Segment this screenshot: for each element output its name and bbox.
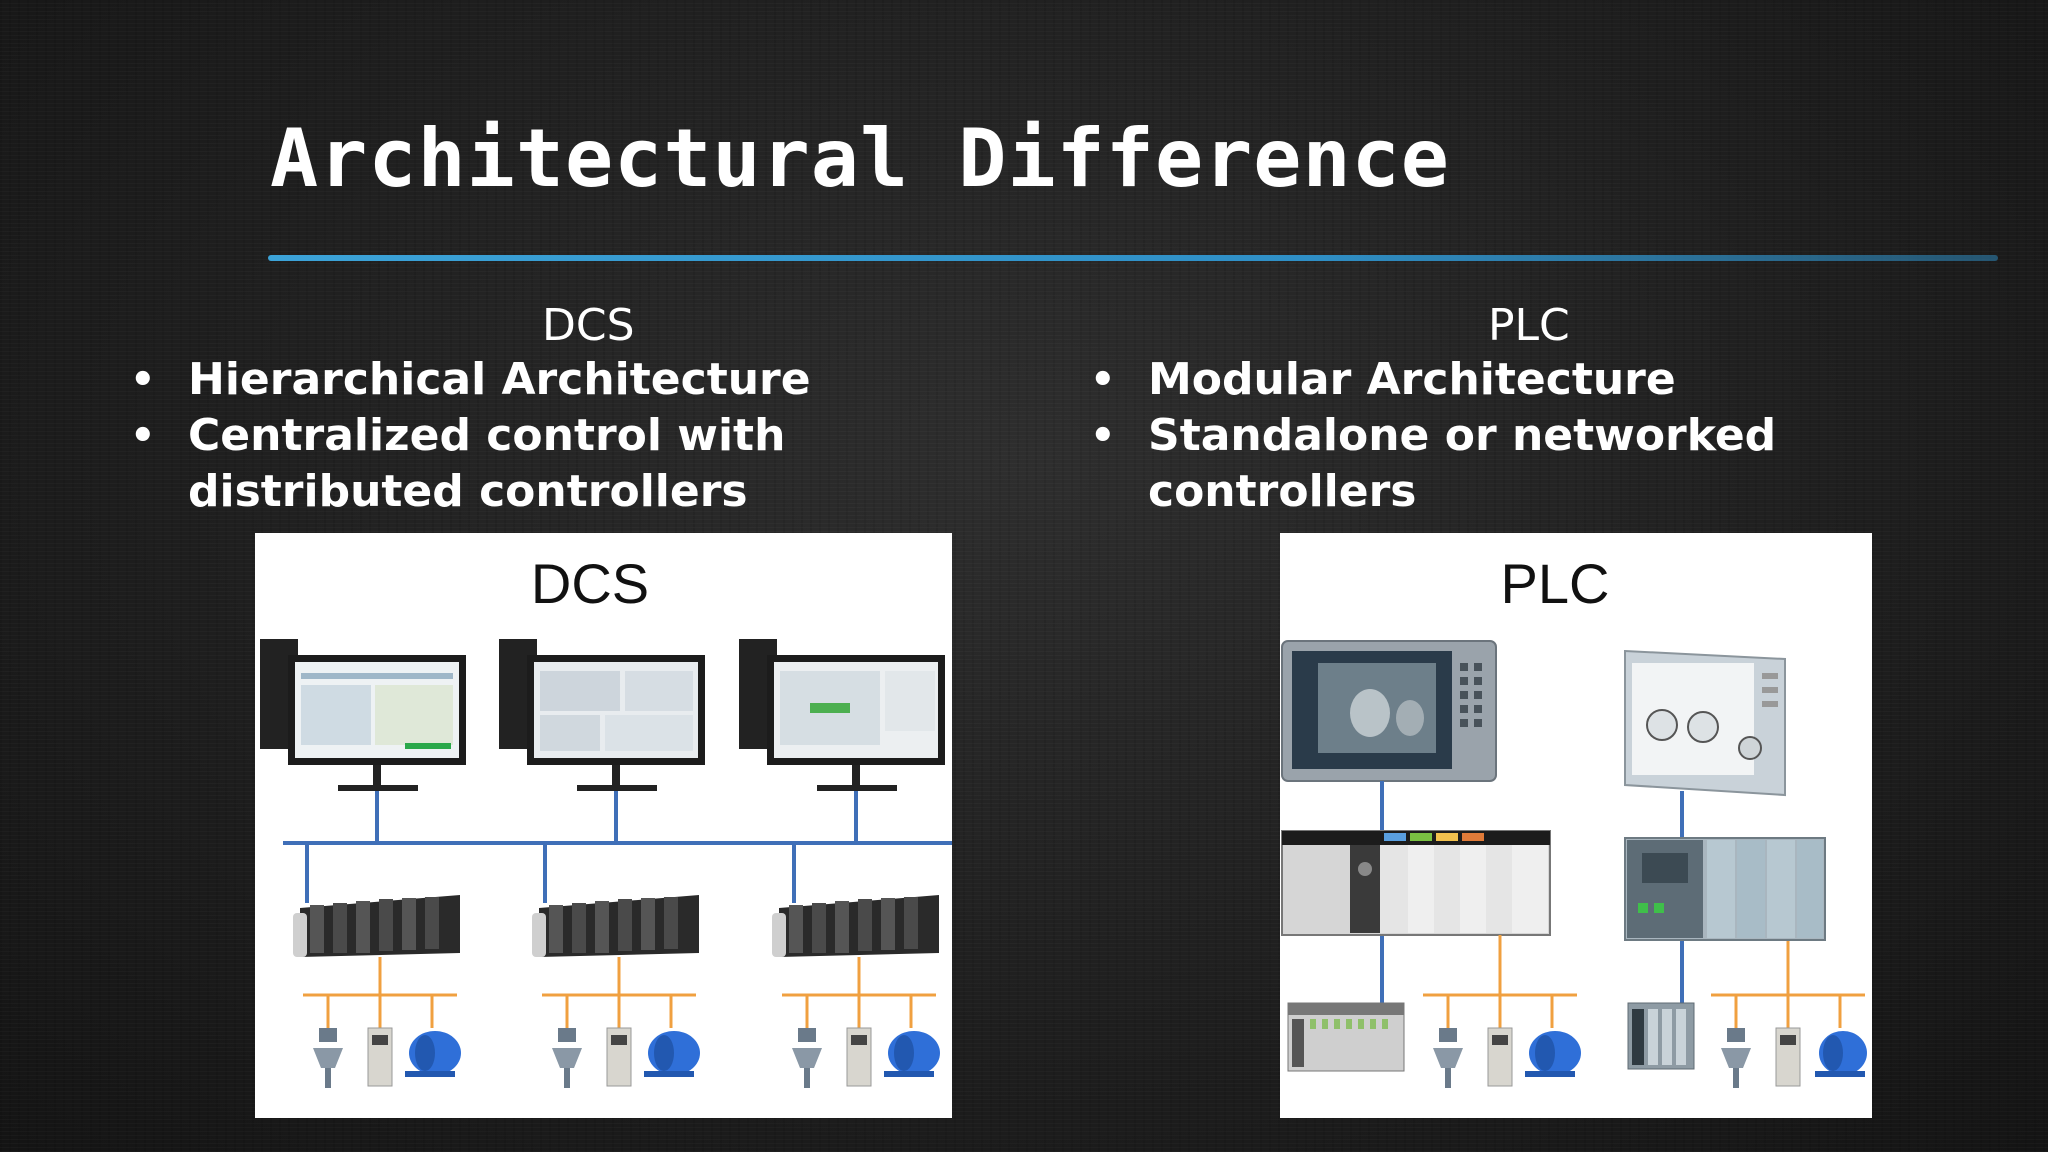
plc-field-devices bbox=[1433, 1027, 1867, 1088]
motor-icon bbox=[405, 1031, 461, 1077]
dcs-controller-2 bbox=[532, 895, 699, 957]
valve-icon bbox=[552, 1028, 582, 1088]
motor-icon bbox=[644, 1031, 700, 1077]
valve-icon bbox=[1433, 1028, 1463, 1088]
plc-field-bus bbox=[1423, 935, 1865, 1028]
plc-heading: PLC bbox=[1488, 300, 1570, 351]
plc-bullet-2: Standalone or networked controllers bbox=[1090, 408, 2010, 520]
motor-icon bbox=[1525, 1031, 1581, 1077]
remote-io-1 bbox=[1287, 1002, 1405, 1072]
plc-network bbox=[1380, 781, 1684, 1003]
field-devices bbox=[313, 1027, 940, 1088]
transmitter-icon bbox=[367, 1027, 393, 1087]
title-underline bbox=[268, 255, 1998, 261]
plc-diagram-title: PLC bbox=[1501, 552, 1610, 615]
transmitter-icon bbox=[1775, 1027, 1801, 1087]
motor-icon bbox=[1815, 1031, 1867, 1077]
dcs-heading: DCS bbox=[542, 300, 635, 351]
dcs-diagram-title: DCS bbox=[531, 552, 649, 615]
motor-icon bbox=[884, 1031, 940, 1077]
slide-title: Architectural Difference bbox=[270, 112, 1450, 205]
dcs-bullet-1: Hierarchical Architecture bbox=[130, 352, 1010, 408]
plc-bullet-1: Modular Architecture bbox=[1090, 352, 2010, 408]
transmitter-icon bbox=[1487, 1027, 1513, 1087]
plc-bullet-list: Modular Architecture Standalone or netwo… bbox=[1090, 352, 2010, 520]
valve-icon bbox=[1721, 1028, 1751, 1088]
hmi-panel-1 bbox=[1281, 640, 1497, 782]
valve-icon bbox=[792, 1028, 822, 1088]
hmi-panel-2 bbox=[1624, 649, 1786, 797]
transmitter-icon bbox=[606, 1027, 632, 1087]
operator-workstation-1 bbox=[260, 639, 466, 791]
plc-rack-1 bbox=[1281, 830, 1551, 936]
operator-workstation-2 bbox=[499, 639, 705, 791]
plc-rack-2 bbox=[1624, 837, 1826, 941]
dcs-controller-1 bbox=[293, 895, 460, 957]
dcs-diagram: DCS bbox=[255, 533, 952, 1118]
remote-io-2 bbox=[1627, 1002, 1695, 1070]
transmitter-icon bbox=[846, 1027, 872, 1087]
field-bus bbox=[303, 957, 936, 1028]
dcs-controller-3 bbox=[772, 895, 939, 957]
valve-icon bbox=[313, 1028, 343, 1088]
dcs-bullet-2: Centralized control with distributed con… bbox=[130, 408, 1010, 520]
dcs-bullet-list: Hierarchical Architecture Centralized co… bbox=[130, 352, 1010, 520]
plc-diagram: PLC bbox=[1280, 533, 1872, 1118]
operator-workstation-3 bbox=[739, 639, 945, 791]
control-network bbox=[283, 791, 952, 903]
